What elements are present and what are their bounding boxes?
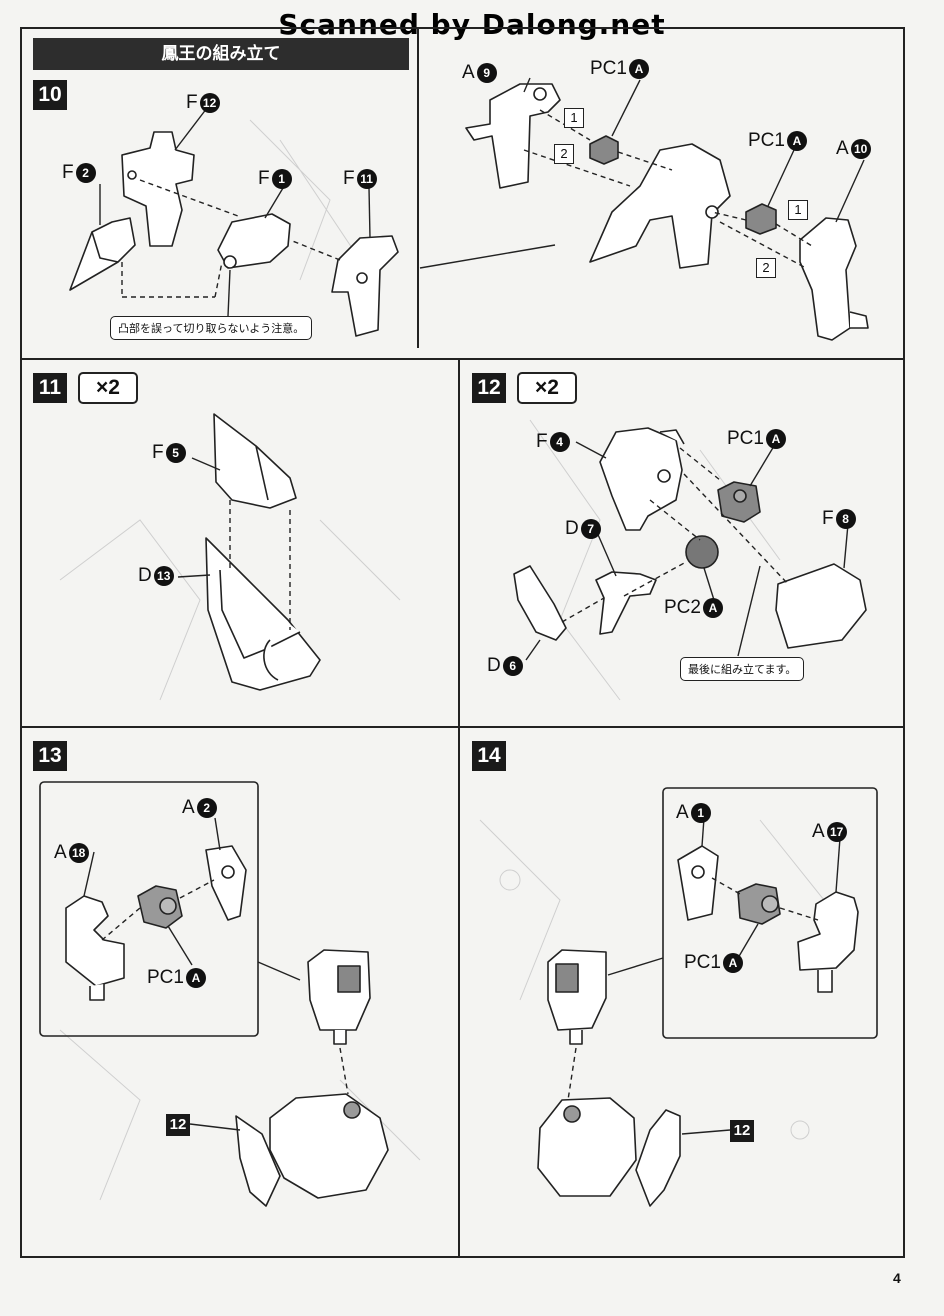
- step13-guides: [101, 879, 349, 1095]
- order-mark-2-right: 2: [756, 258, 776, 278]
- step-12-multiplier: ×2: [517, 372, 577, 404]
- step-ref-12: 12: [730, 1120, 754, 1142]
- page-frame: [20, 27, 905, 1258]
- order-mark-1-left: 1: [564, 108, 584, 128]
- step12-parts: [513, 427, 867, 649]
- step13-leaders: [83, 817, 301, 1131]
- panel-grid: [20, 28, 905, 1258]
- step10-left-leaders: [99, 107, 371, 317]
- scan-watermark: Scanned by Dalong.net: [278, 8, 666, 41]
- step-12-number: 12: [472, 373, 506, 403]
- assembly-order-note: 最後に組み立てます。: [680, 657, 805, 681]
- step-14-number: 14: [472, 741, 506, 771]
- step-11-multiplier: ×2: [78, 372, 138, 404]
- step-10-number: 10: [33, 80, 67, 110]
- step11-parts: [205, 413, 321, 691]
- step14-parts: [537, 845, 859, 1207]
- step10-left-guides: [121, 179, 341, 298]
- step12-leaders: [525, 441, 849, 661]
- page-number: 4: [893, 1270, 901, 1286]
- caution-note: 凸部を誤って切り取らないよう注意。: [110, 316, 313, 340]
- step12-guides: [561, 447, 789, 623]
- step14-leaders: [607, 817, 841, 1135]
- step13-parts: [65, 845, 389, 1207]
- step13-detail-box: [39, 781, 259, 1037]
- step10-right-guides: [523, 109, 813, 269]
- step-ref-12: 12: [166, 1114, 190, 1136]
- step14-detail-box: [662, 787, 878, 1039]
- ghost-background: [59, 119, 841, 1201]
- step14-guides: [567, 877, 819, 1101]
- order-mark-2-left: 2: [554, 144, 574, 164]
- order-mark-1-right: 1: [788, 200, 808, 220]
- step11-leaders: [177, 457, 221, 578]
- step-11-number: 11: [33, 373, 67, 403]
- step10-right-parts: [465, 83, 869, 341]
- section-title: 鳳王の組み立て: [33, 38, 409, 70]
- step-13-number: 13: [33, 741, 67, 771]
- step10-right-leaders: [419, 77, 865, 269]
- step11-guides: [229, 500, 291, 630]
- step10-left-parts: [69, 131, 399, 337]
